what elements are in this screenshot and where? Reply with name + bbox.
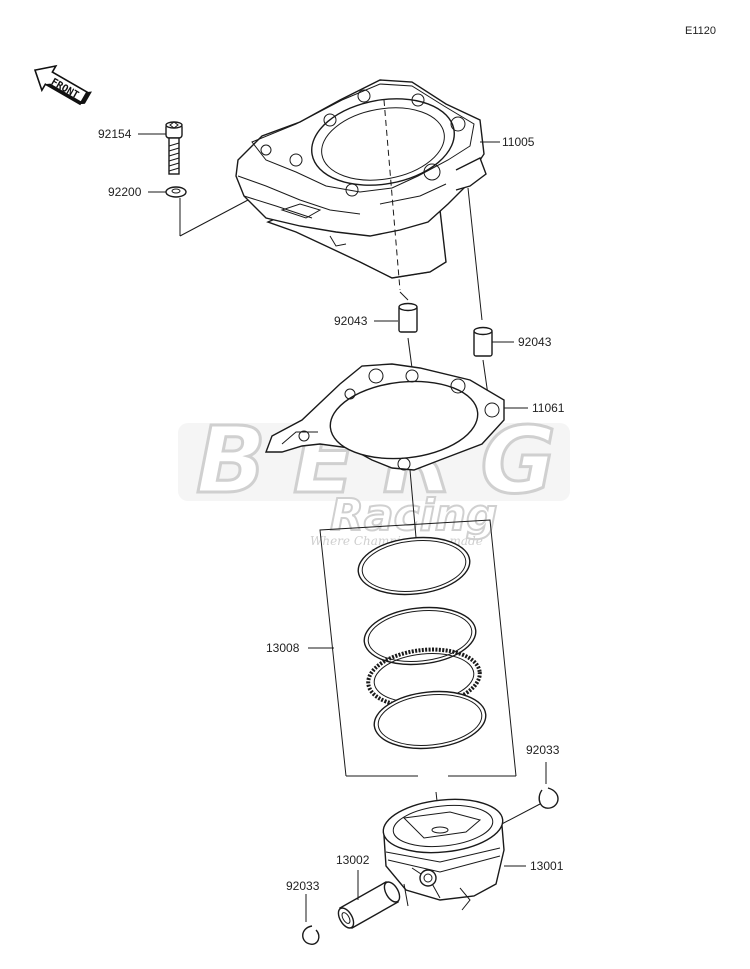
piston-ring-top <box>357 536 471 596</box>
washer <box>165 186 187 198</box>
label-ring-set: 13008 <box>266 641 300 655</box>
cylinder-gasket <box>264 363 505 471</box>
piston-ring-second <box>363 606 477 666</box>
label-dowel-right: 92043 <box>518 335 552 349</box>
label-washer: 92200 <box>108 185 142 199</box>
bolt <box>165 121 183 175</box>
circlip-right <box>538 787 559 809</box>
figure-code: E1120 <box>685 25 716 37</box>
circlip-left <box>302 925 320 945</box>
piston-pin <box>337 881 401 929</box>
dowel-right <box>473 326 493 357</box>
label-bolt: 92154 <box>98 127 132 141</box>
label-piston: 13001 <box>530 859 564 873</box>
label-circlip-left: 92033 <box>286 879 320 893</box>
center-line <box>383 99 401 291</box>
label-dowel-left: 92043 <box>334 314 368 328</box>
label-circlip-right: 92033 <box>526 743 560 757</box>
label-cylinder: 11005 <box>502 135 535 149</box>
ring-set-bracket <box>308 519 517 777</box>
washer-leader <box>179 199 249 237</box>
front-arrow-icon: FRONT <box>33 64 92 106</box>
piston-ring-rail <box>373 690 487 750</box>
label-pin: 13002 <box>336 853 370 867</box>
cylinder <box>235 79 487 279</box>
label-gasket: 11061 <box>532 401 565 415</box>
piston <box>382 798 505 911</box>
dowel-left <box>398 302 418 333</box>
